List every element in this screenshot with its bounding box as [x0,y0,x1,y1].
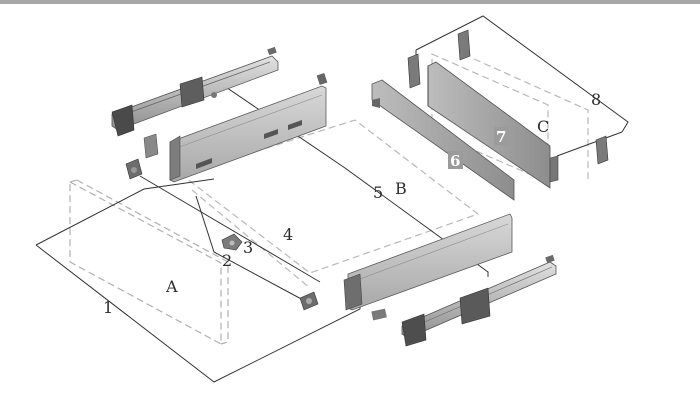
back-panel-7 [427,61,559,189]
label-1: 1 [103,298,113,317]
back-bracket-right [595,135,609,165]
front-fitting-right [299,291,319,311]
back-bracket-left [407,29,471,89]
label-6-badge [448,151,463,169]
right-side-panel [343,213,513,321]
label-6: 6 [450,152,460,170]
label-8: 8 [591,90,601,109]
label-4: 4 [283,225,293,244]
left-runner-rail [111,46,279,137]
leader-lines [35,15,629,383]
label-B: B [395,179,407,198]
label-7: 7 [496,128,506,146]
label-3: 3 [243,238,253,257]
front-fixing-bracket [125,133,159,180]
label-2: 2 [222,251,232,270]
exploded-drawer-diagram: 1 2 3 4 5 6 7 8 A B C [35,15,629,383]
label-C: C [537,117,549,136]
side-panel-6 [371,79,515,201]
label-7-badge [494,127,509,145]
drawer-bottom-b [180,119,480,289]
left-side-panel [169,73,328,183]
right-runner-rail [401,254,557,347]
fixing-clip-3 [221,233,243,251]
label-5: 5 [373,183,383,202]
drawer-front-a [69,179,229,346]
label-A: A [165,277,178,296]
diagram-labels: 1 2 3 4 5 6 7 8 A B C [103,90,601,317]
